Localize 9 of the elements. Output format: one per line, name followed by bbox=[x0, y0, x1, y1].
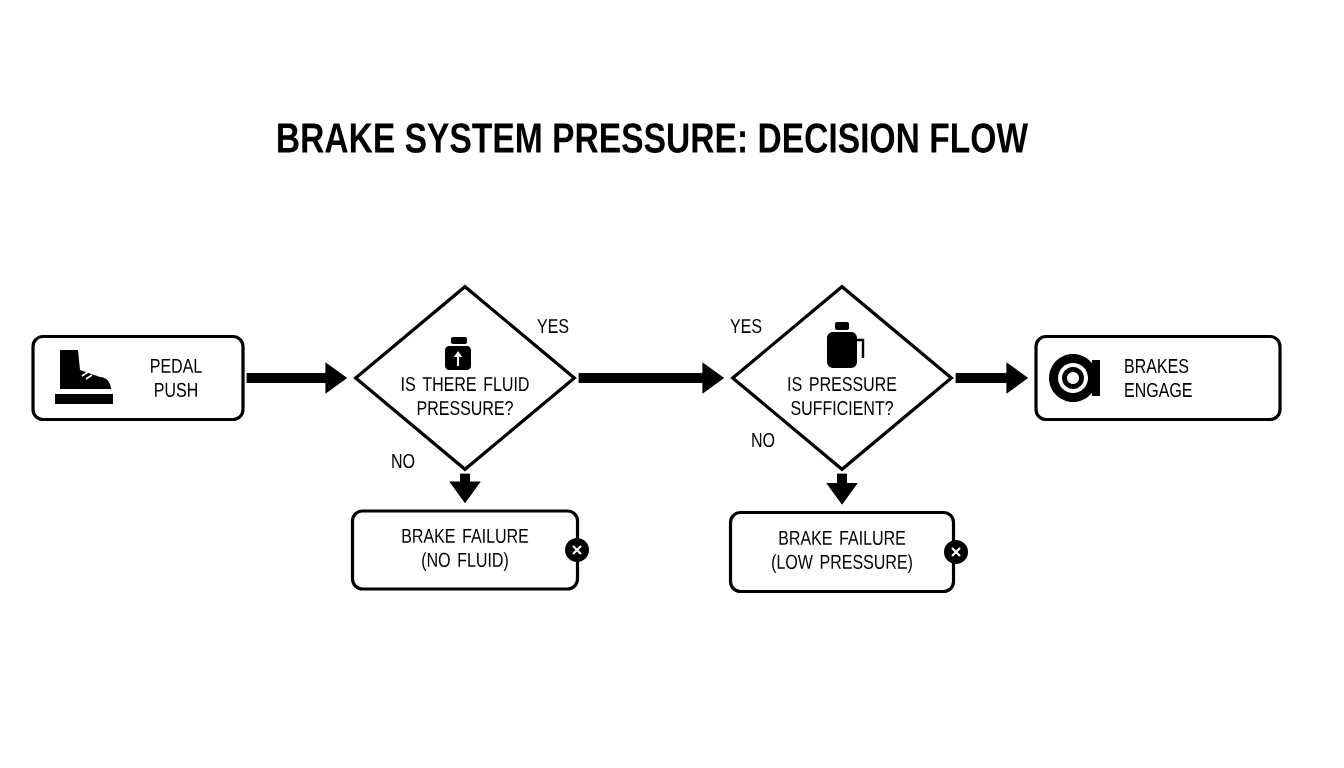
process-box: BRAKES ENGAGE bbox=[1034, 334, 1282, 422]
process-box: PEDAL PUSH bbox=[31, 334, 245, 422]
failure-box: BRAKE FAILURE (LOW PRESSURE) bbox=[728, 510, 956, 594]
failure-box: BRAKE FAILURE (NO FLUID) bbox=[350, 509, 580, 591]
edge-label: NO bbox=[389, 451, 417, 471]
edge-label: YES bbox=[535, 316, 571, 336]
edge-label: NO bbox=[749, 430, 777, 450]
yes-label: YES bbox=[730, 318, 762, 334]
title: BRAKE SYSTEM PRESSURE: DECISION FLOW bbox=[278, 123, 1029, 153]
